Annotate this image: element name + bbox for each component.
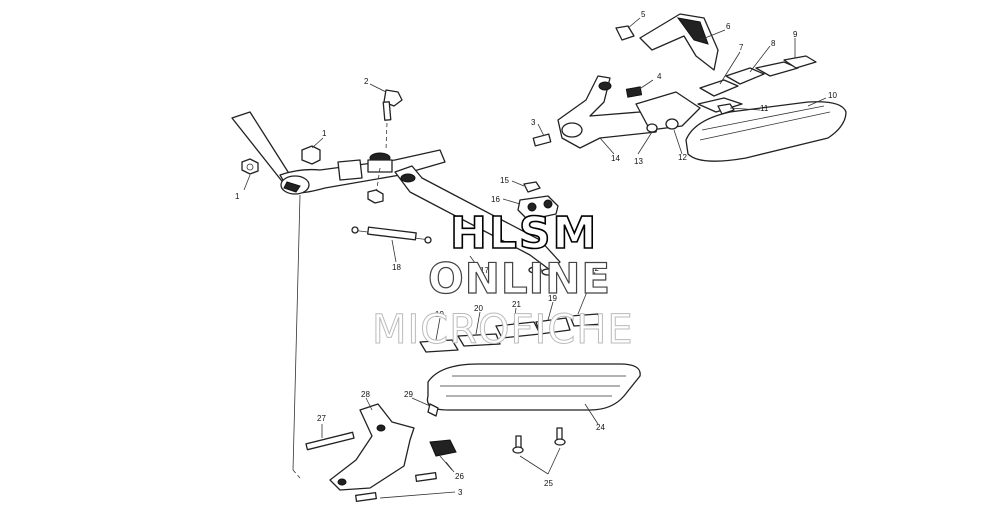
leader-lines <box>243 17 827 499</box>
callout-17: 17 <box>480 266 489 275</box>
frame-tube <box>231 94 446 479</box>
watermark-line-3: MICROFICHE <box>372 307 634 353</box>
callout-8: 8 <box>771 39 776 48</box>
callout-1a: 1 <box>322 129 327 138</box>
callout-3a: 3 <box>531 118 536 127</box>
callout-11: 11 <box>760 104 769 113</box>
pins-part-3-lower <box>355 471 437 503</box>
floorboard-part-10 <box>685 101 847 162</box>
callout-13: 13 <box>634 157 643 166</box>
callout-24: 24 <box>596 423 605 432</box>
bolt-part-2 <box>382 89 403 121</box>
bolt-part-4 <box>625 86 643 98</box>
callout-21: 21 <box>512 300 521 309</box>
callout-28: 28 <box>361 390 370 399</box>
spring-part-26 <box>429 439 457 471</box>
floorboard-part-24 <box>426 363 641 411</box>
pads-part-7-8-9 <box>697 55 817 113</box>
washer-set <box>528 266 555 276</box>
rubber-pad-set <box>419 313 603 353</box>
screws-part-25 <box>512 427 566 475</box>
callout-6: 6 <box>726 22 731 31</box>
watermark-line-1: HLSM <box>450 208 598 259</box>
callout-16: 16 <box>491 195 500 204</box>
callout-14: 14 <box>611 154 620 163</box>
callout-1b: 1 <box>235 192 240 201</box>
nut-part-1 <box>241 145 384 204</box>
callout-9: 9 <box>793 30 798 39</box>
callout-19b: 19 <box>548 294 557 303</box>
bracket-part-16 <box>517 181 559 221</box>
watermark-line-2: ONLINE <box>428 254 611 303</box>
clip-part-29 <box>427 403 439 417</box>
callout-20: 20 <box>474 304 483 313</box>
callout-12: 12 <box>678 153 687 162</box>
callout-27: 27 <box>317 414 326 423</box>
shift-lever-part-17 <box>394 165 561 271</box>
watermark: HLSM ONLINE MICROFICHE <box>372 207 634 353</box>
shift-rod-part-18 <box>351 226 432 244</box>
callout-15: 15 <box>500 176 509 185</box>
pin-part-27 <box>305 431 355 451</box>
callout-22: 22 <box>590 264 599 273</box>
bracket-part-28 <box>329 403 415 491</box>
callout-10: 10 <box>828 91 837 100</box>
heel-cover-part-6 <box>615 13 719 71</box>
callout-2: 2 <box>364 77 369 86</box>
callout-7: 7 <box>739 43 744 52</box>
hardware-parts-11-12-13 <box>635 91 735 133</box>
callout-3b: 3 <box>458 488 463 497</box>
callout-18: 18 <box>392 263 401 272</box>
callout-26: 26 <box>455 472 464 481</box>
callout-5: 5 <box>641 10 646 19</box>
callout-19a: 19 <box>435 310 444 319</box>
callout-29: 29 <box>404 390 413 399</box>
callout-25: 25 <box>544 479 553 488</box>
pin-part-3-upper <box>532 133 552 147</box>
callout-4: 4 <box>657 72 662 81</box>
callout-labels: 1 1 2 3 3 4 5 6 7 8 9 10 11 12 13 14 15 … <box>235 10 837 497</box>
